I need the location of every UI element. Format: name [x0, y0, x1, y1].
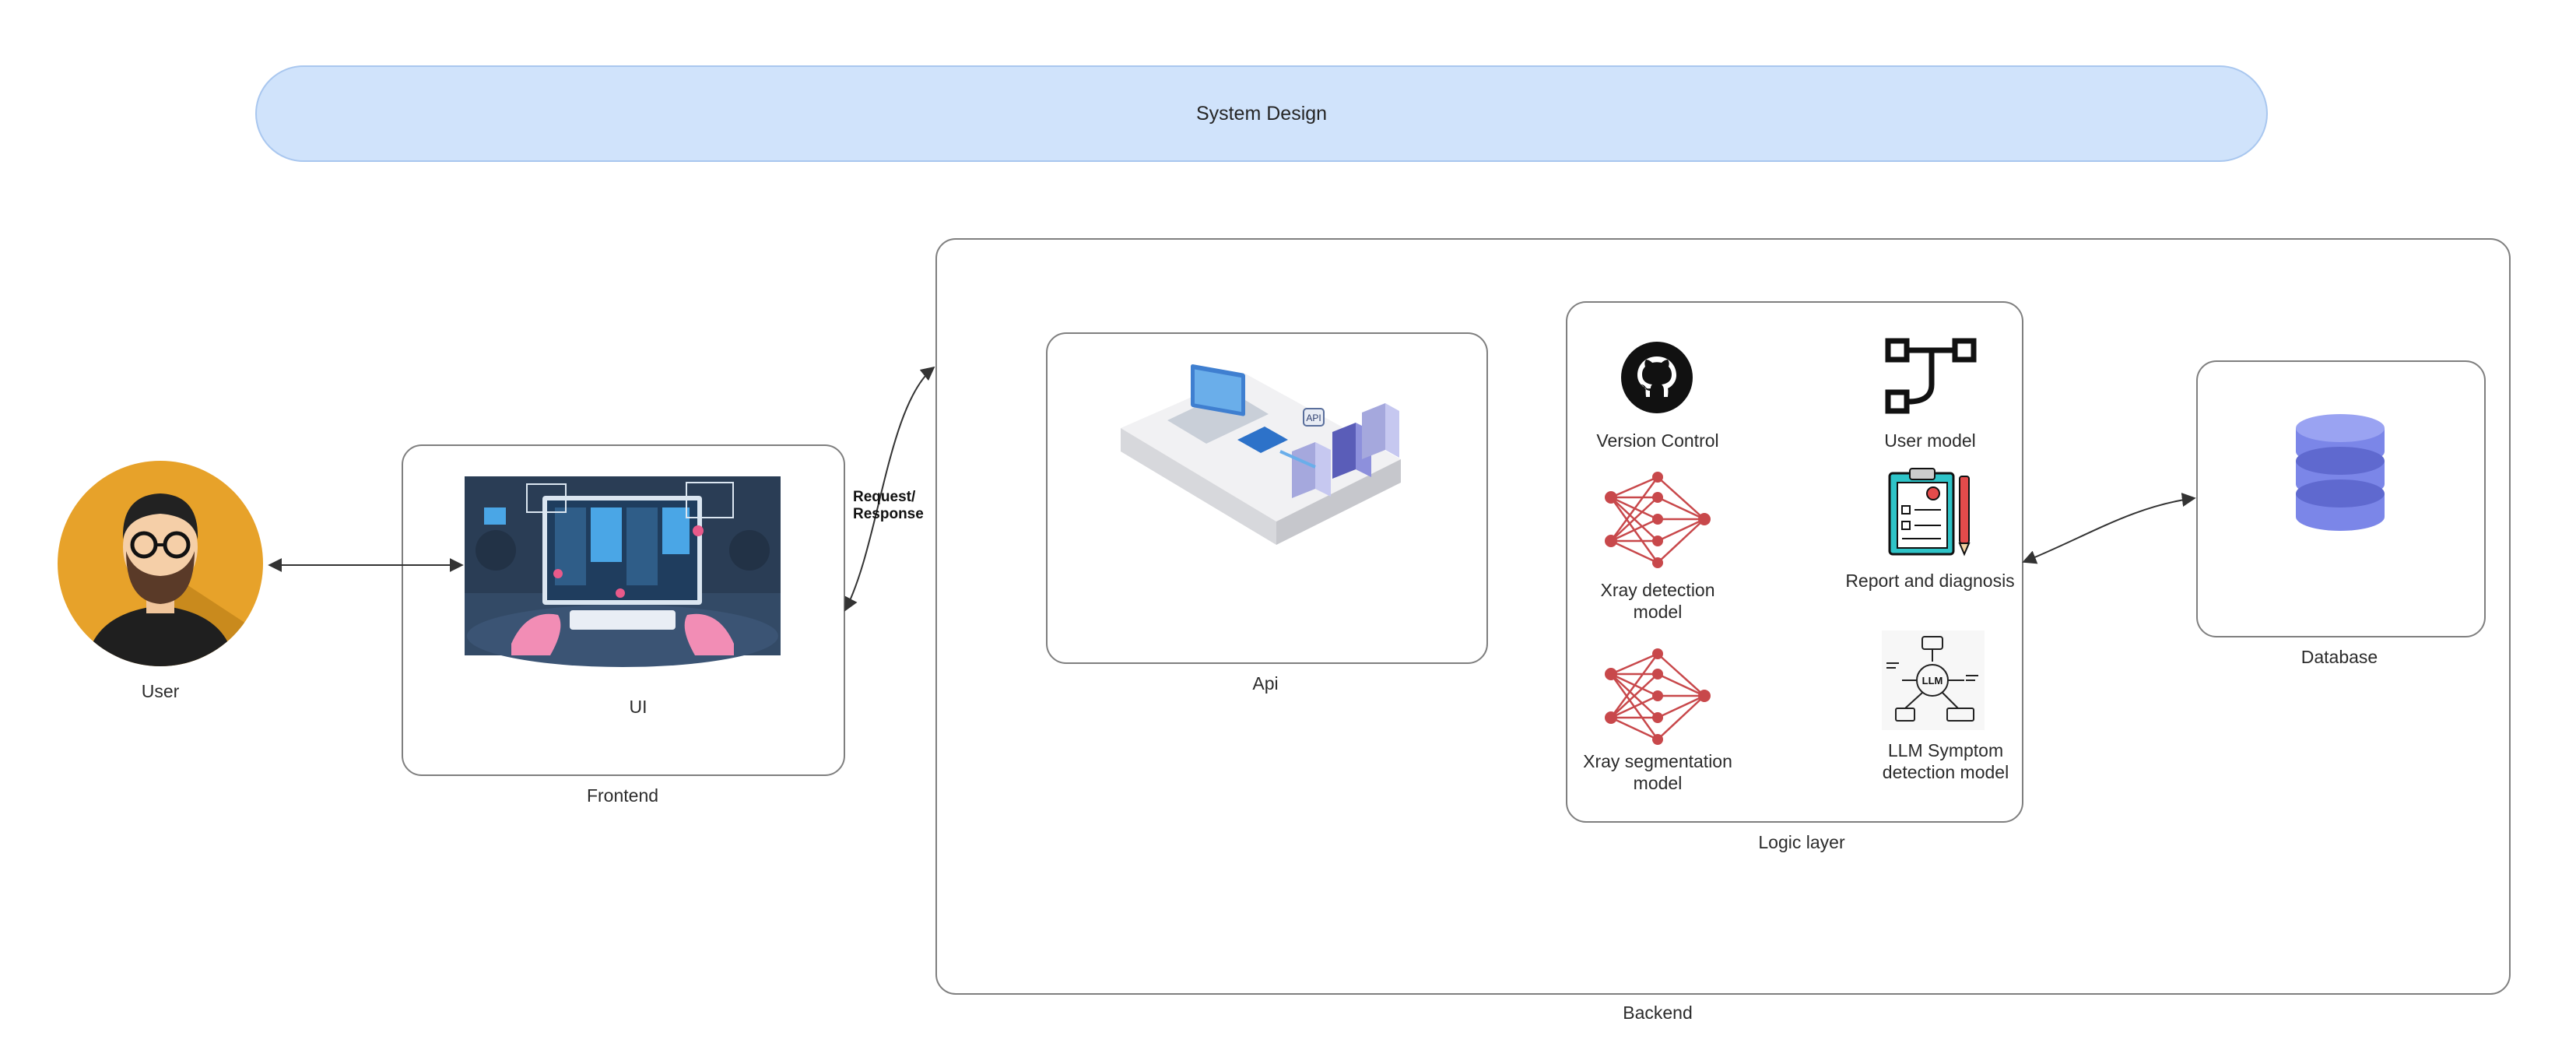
api-label: Api — [1252, 673, 1279, 694]
llm-icon: LLM — [1882, 630, 1985, 730]
frontend-backend-connector — [844, 366, 935, 612]
api-server-illustration: API — [1113, 342, 1409, 576]
diagram-title: System Design — [1195, 102, 1328, 125]
backend-label: Backend — [1623, 1003, 1693, 1023]
llm-symptom-text: LLM Symptom detection model — [1882, 740, 2009, 782]
logic-layer-label: Logic layer — [1758, 832, 1845, 852]
llm-symptom-label: LLM Symptom detection model — [1844, 739, 2047, 783]
xray-detection-neural-network-icon — [1603, 472, 1712, 569]
logic-database-connector — [2022, 493, 2196, 564]
title-banner[interactable]: System Design — [255, 65, 2268, 162]
github-icon — [1620, 341, 1693, 414]
database-icon — [2293, 411, 2388, 537]
xray-segmentation-text: Xray segmentation model — [1583, 751, 1732, 793]
request-response-label: Request/ Response — [853, 489, 924, 522]
xray-detection-label: Xray detection model — [1564, 579, 1751, 623]
frontend-label: Frontend — [586, 785, 659, 806]
flow-icon — [1885, 338, 1977, 416]
xray-segmentation-label: Xray segmentation model — [1556, 750, 1759, 794]
user-avatar[interactable] — [54, 458, 266, 669]
ui-label: UI — [629, 697, 648, 717]
database-label: Database — [2301, 647, 2378, 667]
xray-detection-text: Xray detection model — [1600, 580, 1715, 622]
user-label: User — [141, 681, 180, 701]
xray-segmentation-neural-network-icon — [1603, 648, 1712, 746]
user-model-label: User model — [1884, 430, 1976, 451]
clipboard-report-icon — [1886, 465, 1977, 557]
report-diagnosis-label: Report and diagnosis — [1845, 571, 2015, 591]
llm-badge: LLM — [1922, 675, 1943, 687]
version-control-label: Version Control — [1596, 430, 1719, 451]
ui-illustration — [465, 476, 781, 667]
api-badge: API — [1306, 413, 1321, 423]
